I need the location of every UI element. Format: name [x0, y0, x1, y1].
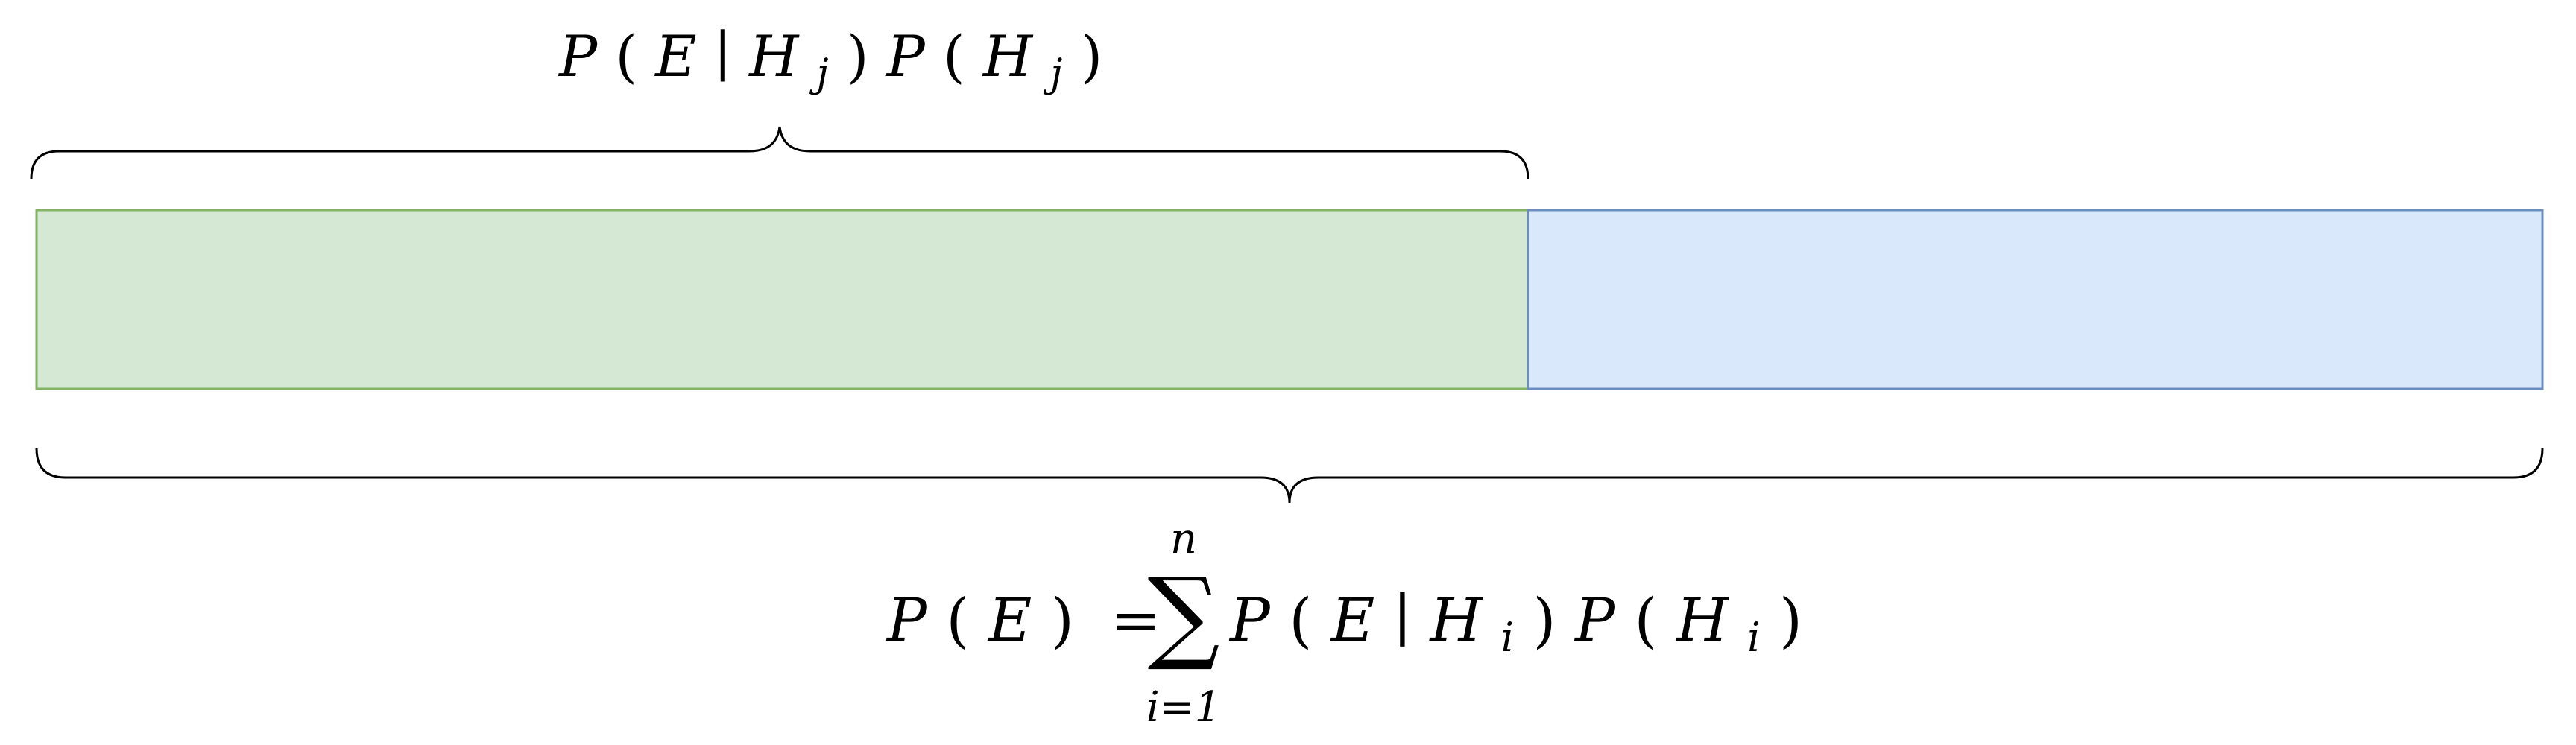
- bottom-formula-left: P ( E ) =: [886, 586, 1161, 655]
- top-bar: ∣: [715, 23, 731, 89]
- bottom-h2: H: [1675, 586, 1730, 655]
- bottom-p1: P: [886, 586, 928, 655]
- top-e: E: [654, 23, 696, 89]
- bottom-close3: ): [1779, 586, 1802, 655]
- top-h1: H: [748, 23, 800, 89]
- top-close1: ): [847, 23, 869, 89]
- bottom-bar: ∣: [1394, 586, 1411, 655]
- sigma-symbol: ∑: [1147, 557, 1219, 674]
- bottom-p2: P: [1228, 586, 1271, 655]
- bottom-formula-right: P ( E ∣ H i ) P ( H i ): [1228, 586, 1802, 665]
- bottom-p3: P: [1573, 586, 1616, 655]
- top-j2: j: [1043, 51, 1062, 96]
- green-segment: [35, 209, 1530, 390]
- sum-upper-limit: n: [1170, 515, 1197, 563]
- bottom-i2: i: [1747, 614, 1760, 661]
- top-brace: [30, 126, 1530, 180]
- top-j1: j: [809, 51, 829, 96]
- bottom-h1: H: [1428, 586, 1483, 655]
- top-formula-label: P ( E ∣ H j ) P ( H j ): [558, 23, 1102, 100]
- top-open1: (: [615, 23, 637, 89]
- top-p2: P: [886, 23, 926, 89]
- bottom-close2: ): [1532, 586, 1556, 655]
- bottom-equals: =: [1111, 586, 1161, 655]
- bottom-open3: (: [1634, 586, 1657, 655]
- top-open2: (: [943, 23, 965, 89]
- top-h2: H: [982, 23, 1034, 89]
- sum-lower-limit: i=1: [1146, 683, 1221, 732]
- bottom-close1: ): [1051, 586, 1074, 655]
- bottom-e2: E: [1330, 586, 1374, 655]
- bottom-brace: [35, 448, 2544, 504]
- bottom-open2: (: [1289, 586, 1312, 655]
- bottom-open1: (: [946, 586, 969, 655]
- bottom-i1: i: [1501, 614, 1514, 661]
- blue-segment: [1527, 209, 2544, 390]
- bottom-e1: E: [987, 586, 1032, 655]
- top-p1: P: [558, 23, 599, 89]
- top-close2: ): [1081, 23, 1103, 89]
